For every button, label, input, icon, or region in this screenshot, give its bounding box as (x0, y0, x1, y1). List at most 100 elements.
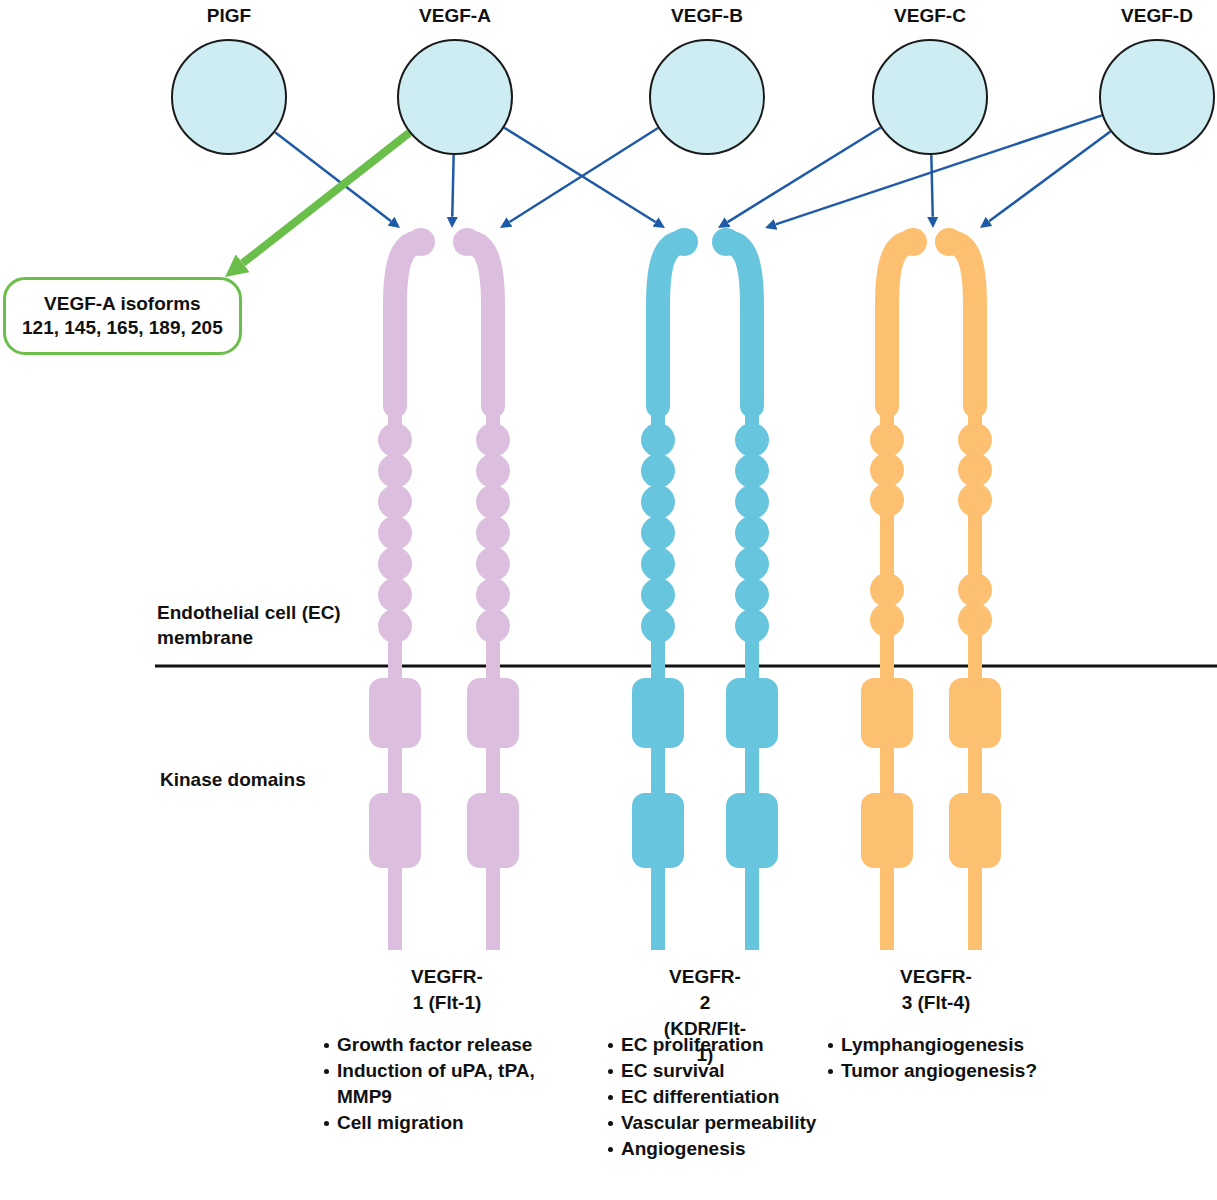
binding-arrow (510, 128, 658, 222)
function-item: EC survival (606, 1058, 820, 1084)
ig-domain (476, 547, 510, 581)
ig-domain (476, 423, 510, 457)
growth-factor-circle: VEGF-A (385, 4, 525, 160)
ig-domain (641, 423, 675, 457)
function-text: Lymphangiogenesis (841, 1034, 1024, 1055)
bullet-dot (608, 1069, 613, 1074)
growth-factor-circle: VEGF-D (1087, 4, 1217, 160)
ligand-disc (171, 39, 287, 155)
receptor-chain (861, 228, 927, 950)
ig-domain (870, 483, 904, 517)
ig-domain (735, 485, 769, 519)
bullet-dot (608, 1121, 613, 1126)
ig-domain (378, 516, 412, 550)
receptor-name: VEGFR-3 (Flt-4) (900, 964, 972, 1016)
growth-factor-circle: VEGF-B (637, 4, 777, 160)
receptor-knob (935, 228, 963, 256)
cell-membrane (155, 665, 1217, 668)
ig-domain (958, 483, 992, 517)
bullet-dot (608, 1043, 613, 1048)
growth-factor-circle: VEGF-C (860, 4, 1000, 160)
bullet-dot (324, 1121, 329, 1126)
kinase-domain (949, 793, 1001, 868)
receptor-chain (935, 228, 1001, 950)
ligand-name: VEGF-A (385, 4, 525, 28)
ligand-name: VEGF-C (860, 4, 1000, 28)
receptor-head (887, 242, 911, 406)
receptor-pair: VEGFR-3 (Flt-4) LymphangiogenesisTumor an… (820, 228, 1090, 1193)
ig-domain (476, 485, 510, 519)
ligand-disc (649, 39, 765, 155)
isoform-box: VEGF-A isoforms121, 145, 165, 189, 205 (3, 277, 242, 355)
ig-domain (641, 578, 675, 612)
binding-arrow (504, 128, 655, 222)
function-text: Angiogenesis (621, 1138, 746, 1159)
function-text: Cell migration (337, 1112, 464, 1133)
membrane-label: Endothelial cell (EC) membrane (157, 600, 357, 650)
isoform-arrow (243, 133, 410, 263)
ig-domain (958, 453, 992, 487)
receptor-pair: VEGFR-2 (KDR/Flt-1)EC proliferationEC su… (600, 228, 832, 1193)
receptor-drawing (318, 228, 588, 958)
bullet-dot (324, 1043, 329, 1048)
kinase-domain (726, 678, 778, 748)
receptor-knob (670, 228, 698, 256)
receptor-head (469, 242, 493, 406)
function-text: Induction of uPA, tPA, MMP9 (337, 1060, 535, 1107)
receptor-title-block: VEGFR-3 (Flt-4) (826, 964, 1046, 1016)
receptor-name: VEGFR-1 (Flt-1) (411, 964, 483, 1016)
ig-domain (870, 453, 904, 487)
ig-domain (735, 423, 769, 457)
receptor-chain (369, 228, 435, 950)
function-item: EC differentiation (606, 1084, 820, 1110)
ig-domain (476, 578, 510, 612)
function-text: EC differentiation (621, 1086, 779, 1107)
function-list: Growth factor releaseInduction of uPA, t… (322, 1032, 584, 1136)
receptor-knob (453, 228, 481, 256)
bullet-dot (828, 1069, 833, 1074)
receptor-chain (453, 228, 519, 950)
ig-domain (641, 485, 675, 519)
ligand-name: VEGF-B (637, 4, 777, 28)
ig-domain (378, 423, 412, 457)
receptor-chain (712, 228, 778, 950)
box-heading: VEGF-A isoforms (22, 292, 223, 316)
ligand-name: VEGF-D (1087, 4, 1217, 28)
ig-domain (735, 547, 769, 581)
ig-domain (870, 423, 904, 457)
bullet-dot (828, 1043, 833, 1048)
kinase-domain (861, 793, 913, 868)
receptor-head (395, 242, 419, 406)
binding-arrow (989, 132, 1110, 222)
function-text: Vascular permeability (621, 1112, 816, 1133)
kinase-domain (726, 793, 778, 868)
receptor-head (951, 242, 975, 406)
ig-domain (735, 454, 769, 488)
function-item: Tumor angiogenesis? (826, 1058, 1088, 1084)
receptor-title-block: VEGFR-1 (Flt-1) (337, 964, 557, 1016)
ig-domain (870, 603, 904, 637)
function-text: EC survival (621, 1060, 725, 1081)
kinase-domain (467, 678, 519, 748)
binding-arrow (452, 155, 453, 217)
ig-domain (870, 573, 904, 607)
receptor-head (658, 242, 682, 406)
function-item: EC proliferation (606, 1032, 820, 1058)
receptor-knob (407, 228, 435, 256)
function-list: LymphangiogenesisTumor angiogenesis? (826, 1032, 1088, 1084)
growth-factor-circle: PlGF (159, 4, 299, 160)
ig-domain (958, 603, 992, 637)
binding-arrow (275, 132, 391, 221)
ligand-name: PlGF (159, 4, 299, 28)
ig-domain (958, 423, 992, 457)
isoform-list: 121, 145, 165, 189, 205 (22, 316, 223, 340)
ig-domain (958, 573, 992, 607)
function-item: Vascular permeability (606, 1110, 820, 1136)
ig-domain (378, 485, 412, 519)
receptor-pair: VEGFR-1 (Flt-1) Growth factor releaseIndu… (318, 228, 588, 1193)
domain-label: Kinase domains (160, 767, 380, 792)
kinase-domain (861, 678, 913, 748)
ig-domain (476, 454, 510, 488)
